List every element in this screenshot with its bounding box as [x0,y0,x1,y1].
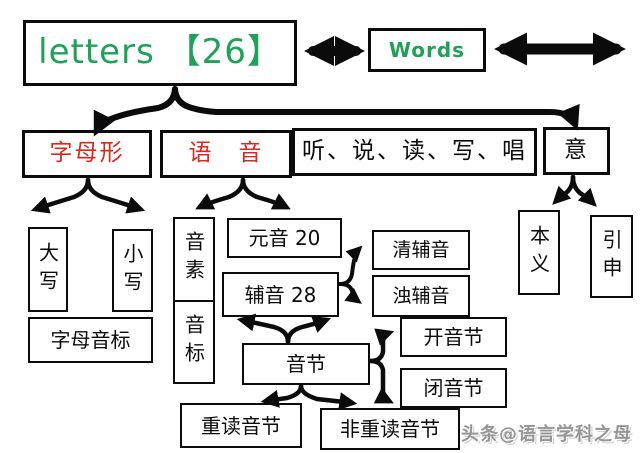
node-uppercase: 大写 [28,227,68,312]
vowels-label: 元音 20 [248,226,321,250]
letter-phonetic-label: 字母音标 [50,328,131,352]
open-syllable-label: 开音节 [423,325,484,349]
letter-form-label: 字母形 [49,140,125,167]
node-letters: letters 【26】 [23,20,297,86]
consonants-label: 辅音 28 [244,282,317,307]
node-voiceless-consonant: 清辅音 [372,230,470,270]
syllable-label: 音节 [286,352,326,376]
node-letter-phonetic: 字母音标 [28,317,153,363]
letters-label: letters 【26】 [38,32,282,73]
node-original-meaning: 本义 [518,210,560,295]
node-open-syllable: 开音节 [400,317,507,357]
voiceless-consonant-label: 清辅音 [392,238,450,261]
node-lowercase: 小写 [112,229,153,312]
lowercase-label: 小写 [120,242,144,299]
node-syllable: 音节 [242,343,370,385]
voiced-consonant-label: 浊辅音 [392,284,450,307]
node-skills: 听、说、读、写、唱 [292,128,537,176]
node-words: Words [368,28,486,72]
node-meaning: 意 [543,127,610,175]
phonetic-symbol-label: 音标 [181,313,206,370]
node-voiced-consonant: 浊辅音 [372,275,470,317]
node-closed-syllable: 闭音节 [400,368,507,408]
pronunciation-label: 语 音 [188,140,264,167]
extended-meaning-label: 引申 [599,228,623,285]
uppercase-label: 大写 [35,241,60,298]
stressed-syllable-label: 重读音节 [201,413,281,438]
skills-label: 听、说、读、写、唱 [302,138,527,165]
node-unstressed-syllable: 非重读音节 [320,408,460,450]
node-consonants: 辅音 28 [222,272,339,317]
meaning-label: 意 [564,137,589,164]
node-phoneme: 音素 [175,219,213,302]
node-stressed-syllable: 重读音节 [180,403,302,448]
node-pronunciation: 语 音 [160,130,292,178]
node-vowels: 元音 20 [227,218,342,258]
words-label: Words [388,38,466,62]
phoneme-symbol-column: 音素 音标 [173,217,215,384]
node-extended-meaning: 引申 [590,215,633,298]
node-letter-form: 字母形 [22,130,152,178]
unstressed-syllable-label: 非重读音节 [340,417,440,441]
original-meaning-label: 本义 [526,224,551,281]
watermark-text: 头条@语言学科之母 [461,424,632,445]
node-phonetic-symbol: 音标 [175,302,213,383]
phoneme-label: 音素 [181,231,206,288]
closed-syllable-label: 闭音节 [423,376,484,400]
